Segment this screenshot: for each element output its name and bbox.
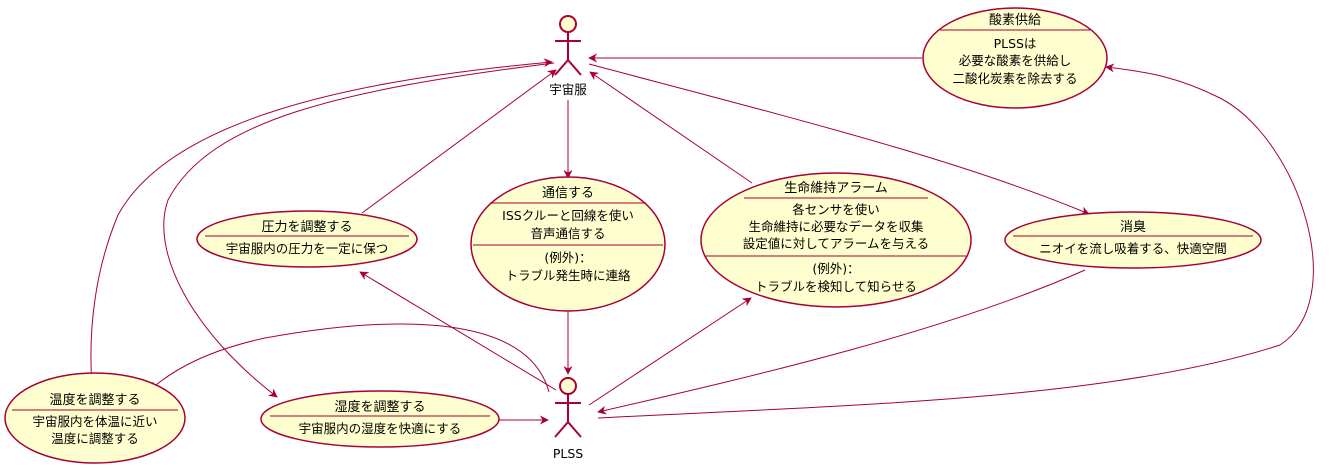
usecase-comm-line: ISSクルーと回線を使い [502,208,634,223]
usecase-oxygen[interactable]: 酸素供給 PLSSは 必要な酸素を供給し 二酸化炭素を除去する [922,7,1108,109]
edge-plss-to-alarm [588,297,752,406]
edge-pressure-to-suit [361,69,557,214]
usecase-pressure[interactable]: 圧力を調整する 宇宙服内の圧力を一定に保つ [196,210,418,268]
edge-plss-to-pressure [359,271,557,391]
usecase-humid-title: 湿度を調整する [334,399,425,415]
usecase-pressure-line: 宇宙服内の圧力を一定に保つ [226,241,389,256]
edge-suit-to-humid [163,62,555,398]
usecase-comm-line: 音声通信する [530,226,605,241]
edge-alarm-to-suit [589,71,753,184]
usecase-comm[interactable]: 通信する ISSクルーと回線を使い 音声通信する (例外)： トラブル発生時に連… [470,176,666,312]
actor-suit-label: 宇宙服 [549,82,587,97]
usecase-humid[interactable]: 湿度を調整する 宇宙服内の湿度を快適にする [260,390,500,448]
usecase-temp-line: 宇宙服内を体温に近い [32,414,157,429]
usecase-comm-title: 通信する [542,186,594,201]
edges [90,53,1314,425]
usecase-deodor-title: 消臭 [1120,220,1146,235]
actor-plss[interactable]: PLSS [553,377,583,461]
edge-plss-to-oxygen [597,63,1314,419]
usecase-alarm-line: 設定値に対してアラームを与える [743,236,929,251]
actor-plss-label: PLSS [553,446,583,461]
usecase-comm-note: トラブル発生時に連絡 [505,268,631,283]
edge-plss-to-temp [149,323,550,393]
usecase-temp[interactable]: 温度を調整する 宇宙服内を体温に近い 温度に調整する [4,372,186,464]
usecase-deodor-line: ニオイを流し吸着する、快適空間 [1039,241,1227,256]
usecase-humid-line: 宇宙服内の湿度を快適にする [299,421,462,436]
usecase-oxygen-line: 二酸化炭素を除去する [952,71,1077,86]
usecase-alarm[interactable]: 生命維持アラーム 各センサを使い 生命維持に必要なデータを収集 設定値に対してア… [700,172,972,308]
usecase-oxygen-title: 酸素供給 [989,13,1041,28]
usecase-alarm-title: 生命維持アラーム [784,180,888,196]
stick-figure-icon [554,377,582,438]
usecase-oxygen-line: PLSSは [994,36,1037,51]
usecase-alarm-line: 生命維持に必要なデータを収集 [748,219,924,234]
usecase-temp-line: 温度に調整する [51,431,139,446]
edge-temp-to-suit [90,58,553,387]
edge-deodor-to-plss [597,269,1086,415]
usecase-comm-note: (例外)： [544,250,591,265]
usecase-temp-title: 温度を調整する [49,392,140,408]
actor-suit[interactable]: 宇宙服 [549,15,587,97]
stick-figure-icon [554,15,582,76]
usecase-pressure-title: 圧力を調整する [261,220,352,235]
usecase-deodor[interactable]: 消臭 ニオイを流し吸着する、快適空間 [1004,211,1262,269]
usecase-oxygen-line: 必要な酸素を供給し [959,53,1072,68]
usecase-alarm-note: トラブルを検知して知らせる [755,279,917,294]
edge-suit-to-deodor [588,63,1090,216]
usecase-alarm-line: 各センサを使い [792,202,880,217]
usecase-alarm-note: (例外)： [812,261,859,276]
